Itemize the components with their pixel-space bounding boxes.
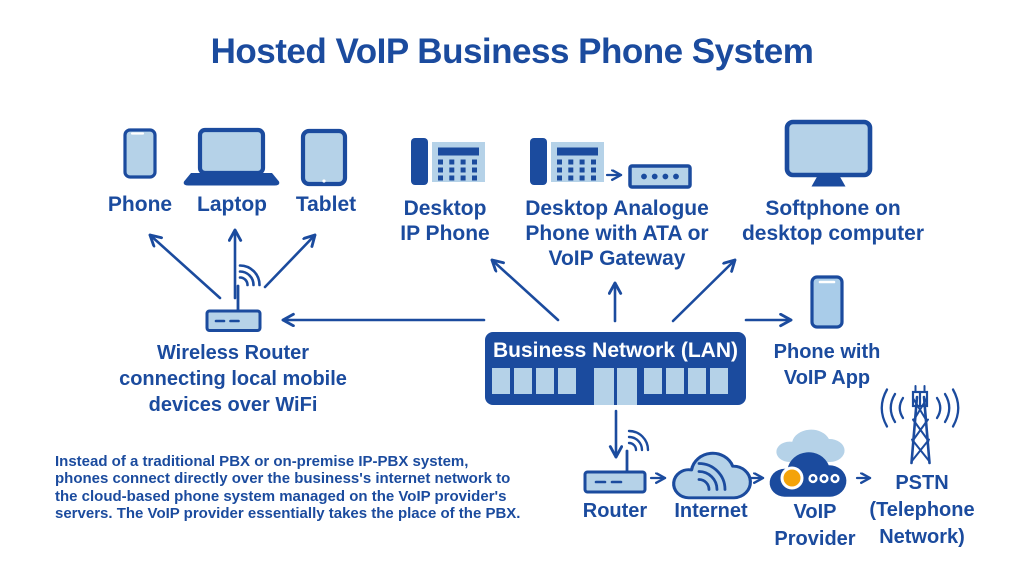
laptop-icon [183, 127, 280, 186]
page-title: Hosted VoIP Business Phone System [210, 32, 814, 71]
arrow-wrouter-to-tablet [263, 235, 315, 289]
label-desktop-ip-phone: Desktop IP Phone [400, 197, 490, 245]
label-router: Router [582, 500, 648, 522]
label-lan: Business Network (LAN) [492, 339, 739, 362]
ata-icon [628, 164, 692, 189]
arrow-wrouter-to-phone [150, 235, 222, 300]
label-softphone: Softphone on desktop computer [741, 197, 925, 245]
label-internet: Internet [674, 500, 748, 522]
monitor-icon [784, 119, 873, 187]
lan-switch-icon [485, 332, 746, 405]
voip-provider-cloud-icon [769, 429, 847, 497]
pstn-tower-icon [880, 385, 960, 465]
label-voip-provider: VoIP Provider [774, 501, 856, 550]
label-pstn: PSTN (Telephone Network) [869, 472, 975, 548]
router-icon [583, 429, 650, 494]
tablet-icon [300, 128, 348, 187]
label-wireless-router: Wireless Router connecting local mobile … [119, 342, 347, 416]
phone-icon [123, 128, 157, 179]
phone-voip-icon [810, 275, 844, 329]
label-tablet: Tablet [295, 193, 357, 216]
description-text: Instead of a traditional PBX or on-premi… [55, 453, 521, 523]
label-phone: Phone [107, 193, 173, 216]
arrow-lan-to-softphone [671, 260, 735, 323]
analogue-phone-icon [530, 138, 604, 185]
wireless-router-icon [205, 264, 262, 332]
internet-cloud-icon [672, 451, 752, 500]
label-phone-voip-app: Phone with VoIP App [773, 341, 881, 389]
label-laptop: Laptop [197, 193, 267, 216]
arrow-lan-to-desktop-ip-phone [492, 260, 560, 322]
desktop-ip-phone-icon [411, 138, 485, 185]
label-desktop-analogue: Desktop Analogue Phone with ATA or VoIP … [525, 197, 709, 270]
